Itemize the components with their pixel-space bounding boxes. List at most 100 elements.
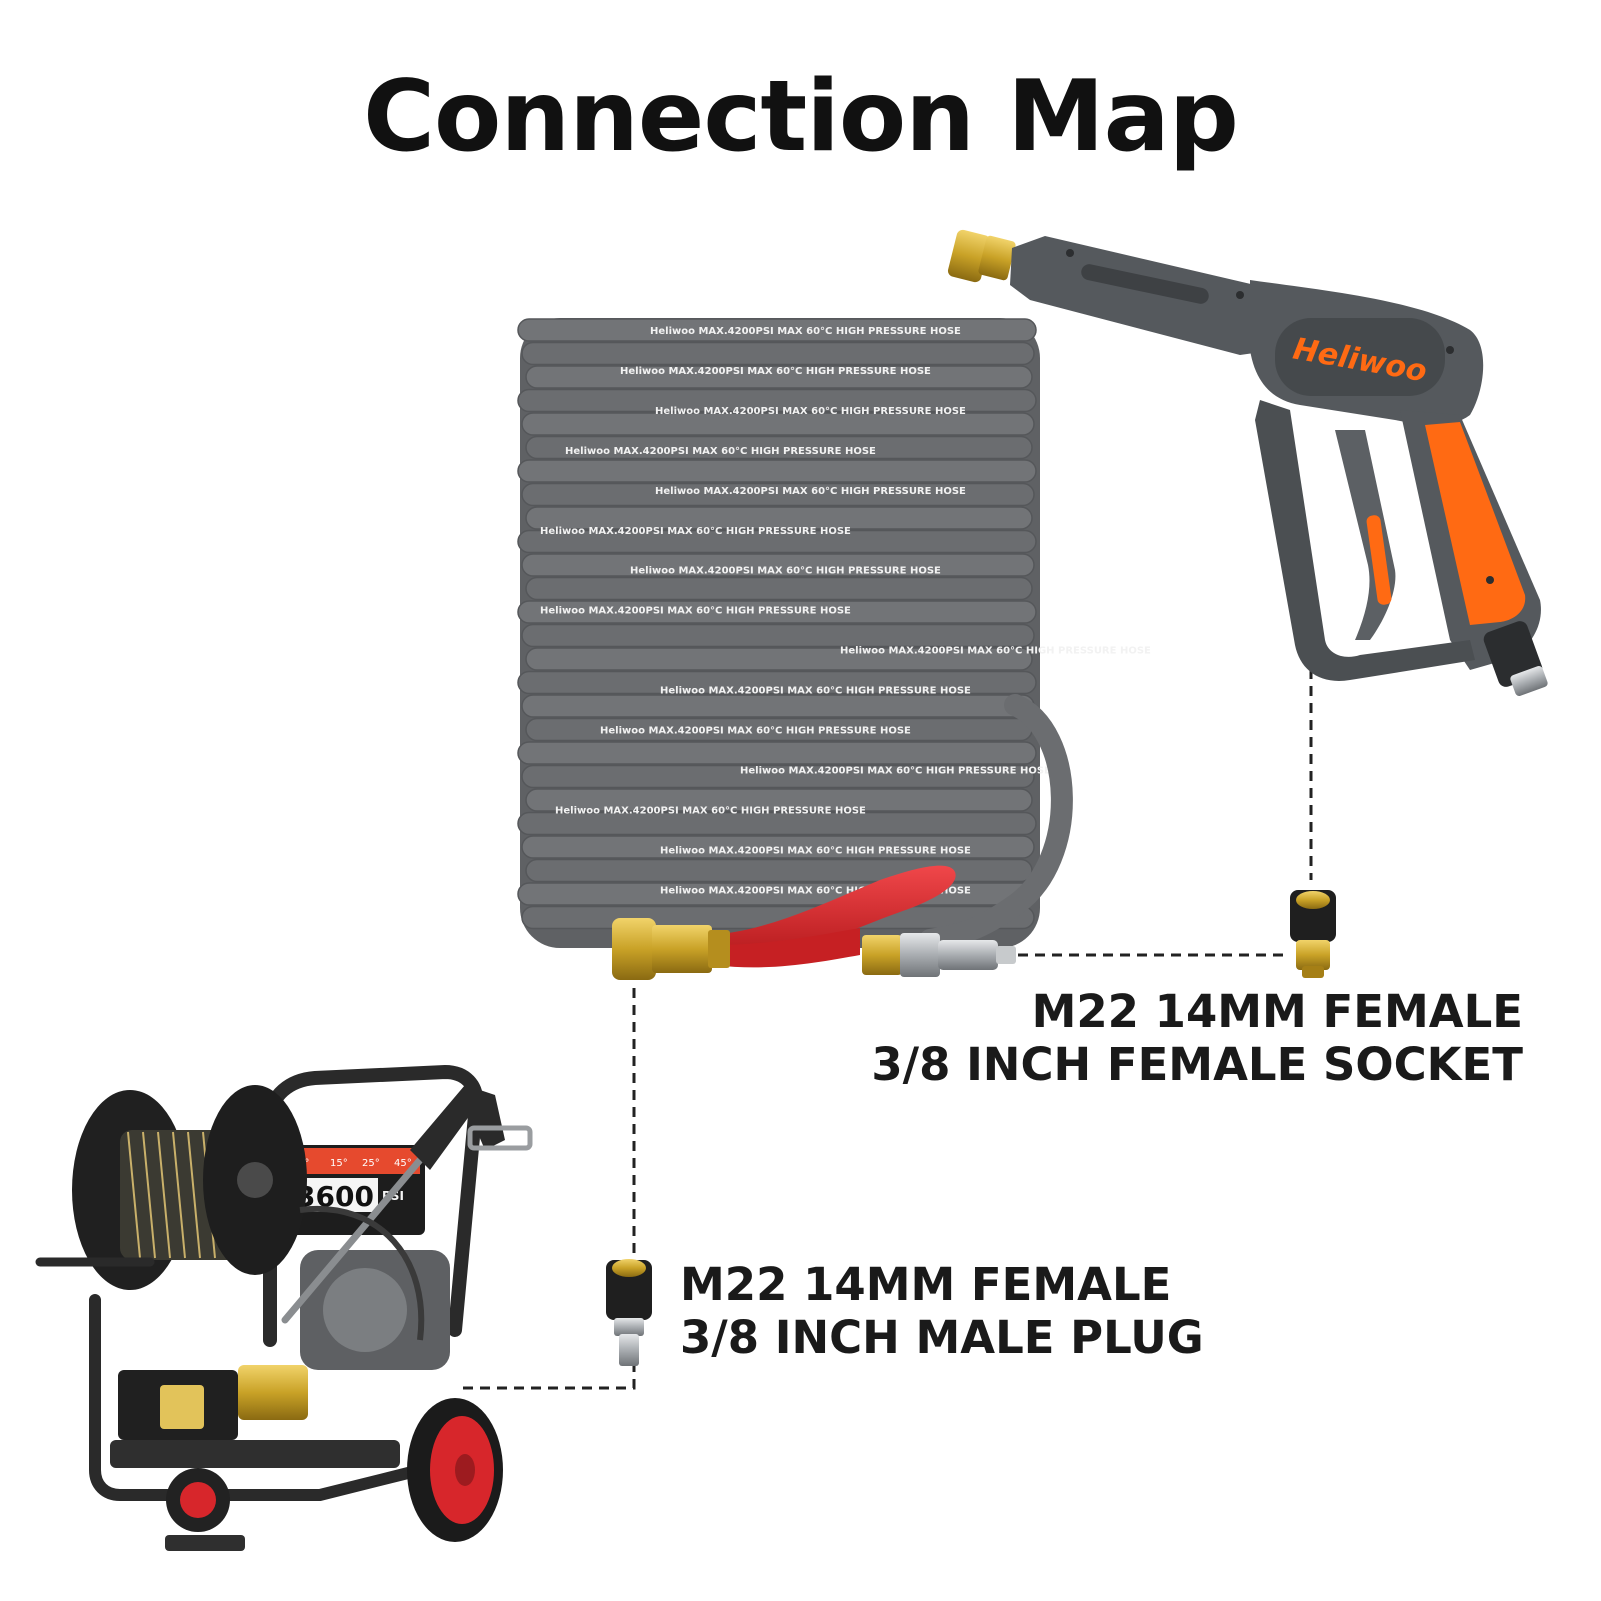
hose-print-text: Heliwoo MAX.4200PSI MAX 60°C HIGH PRESSU… <box>660 686 971 697</box>
brass-hex-nut <box>652 925 712 973</box>
washer-pump-brass <box>238 1365 308 1420</box>
washer-angle-label: 15° <box>330 1158 348 1169</box>
hose-print-text: Heliwoo MAX.4200PSI MAX 60°C HIGH PRESSU… <box>620 366 931 377</box>
gun-screw <box>1236 291 1244 299</box>
washer-wand <box>281 1156 424 1324</box>
washer-engine-cover <box>323 1268 407 1352</box>
connection-line-hose-to-washer <box>460 988 636 1390</box>
hose-loose-loop <box>919 694 1073 951</box>
brass-swivel-fitting <box>612 918 656 980</box>
hose-ring <box>521 694 1035 718</box>
hose-print-text: Heliwoo MAX.4200PSI MAX 60°C HIGH PRESSU… <box>660 845 971 856</box>
female-socket-label-line2: 3/8 INCH FEMALE SOCKET <box>871 1038 1523 1092</box>
hose-print-text: Heliwoo MAX.4200PSI MAX 60°C HIGH PRESSU… <box>840 646 1151 657</box>
washer-base-frame <box>89 1294 426 1501</box>
washer-reel-wrap <box>142 1131 156 1259</box>
hose-print-text: Heliwoo MAX.4200PSI MAX 60°C HIGH PRESSU… <box>540 606 851 617</box>
hose-ring <box>517 388 1037 413</box>
hose-ring <box>517 459 1037 483</box>
gun-front-hex <box>978 235 1016 281</box>
page-title: Connection Map <box>363 60 1239 174</box>
washer-outlet-hose <box>299 1205 425 1341</box>
washer-rear-wheel-cap <box>455 1454 475 1486</box>
hose-ring <box>525 788 1033 812</box>
hose-ring <box>521 553 1035 577</box>
gun-trigger <box>1335 430 1396 640</box>
washer-gun-hook <box>467 1125 533 1151</box>
hose-ring <box>521 341 1035 366</box>
hose-print-text: Heliwoo MAX.4200PSI MAX 60°C HIGH PRESSU… <box>740 765 1051 776</box>
hose-print: Heliwoo MAX.4200PSI MAX 60°C HIGH PRESSU… <box>540 326 1151 896</box>
female-socket-label-line1: M22 14MM FEMALE <box>1031 985 1523 1038</box>
hose-ring <box>517 670 1037 695</box>
gun-rear-tip <box>1510 665 1548 697</box>
hose-guard <box>700 865 956 962</box>
washer-foot <box>165 1535 245 1551</box>
female-socket-label: M22 14MM FEMALE 3/8 INCH FEMALE SOCKET <box>871 985 1523 1091</box>
hose-ring <box>521 623 1035 648</box>
hose-coil: Heliwoo MAX.4200PSI MAX 60°C HIGH PRESSU… <box>517 318 1151 951</box>
hose-guard-lower <box>715 928 860 968</box>
plug-coupler-stem <box>619 1334 639 1366</box>
hose-ring <box>525 647 1033 671</box>
hose-print-text: Heliwoo MAX.4200PSI MAX 60°C HIGH PRESSU… <box>555 805 866 816</box>
steel-quick-plug <box>938 940 998 970</box>
washer-reel-wrap <box>127 1131 141 1259</box>
brass-collar <box>708 930 730 968</box>
hose-print-text: Heliwoo MAX.4200PSI MAX 60°C HIGH PRESSU… <box>600 726 911 737</box>
hose-ring <box>525 435 1033 460</box>
steel-hex <box>900 933 940 977</box>
gun-grip-accent <box>1425 422 1526 625</box>
washer-base-plate <box>110 1440 400 1468</box>
hose-print-text: Heliwoo MAX.4200PSI MAX 60°C HIGH PRESSU… <box>655 486 966 497</box>
hose-ring <box>525 576 1033 601</box>
socket-coupler-brass <box>1296 940 1330 970</box>
gun-trigger-accent <box>1366 515 1392 605</box>
washer-reel-wrap <box>187 1131 201 1259</box>
male-plug-label: M22 14MM FEMALE 3/8 INCH MALE PLUG <box>680 1258 1204 1364</box>
male-plug-coupler <box>606 1259 652 1366</box>
washer-angle-label: 45° <box>394 1158 412 1169</box>
hose-end-fittings <box>612 865 1016 980</box>
hose-print-text: Heliwoo MAX.4200PSI MAX 60°C HIGH PRESSU… <box>540 526 851 537</box>
connection-lines <box>460 652 1313 1390</box>
hose-rings <box>517 318 1037 930</box>
hose-print-text: Heliwoo MAX.4200PSI MAX 60°C HIGH PRESSU… <box>660 885 971 896</box>
female-socket-coupler <box>1290 890 1336 978</box>
plug-coupler-mouth <box>612 1259 646 1277</box>
hose-print-text: Heliwoo MAX.4200PSI MAX 60°C HIGH PRESSU… <box>630 566 941 577</box>
hose-ring <box>517 318 1037 342</box>
hose-ring <box>525 506 1033 530</box>
male-plug-label-line1: M22 14MM FEMALE <box>680 1258 1172 1311</box>
hose-print-text: Heliwoo MAX.4200PSI MAX 60°C HIGH PRESSU… <box>650 326 961 337</box>
hose-ring <box>517 529 1037 554</box>
gun-trigger-guard <box>1255 400 1475 681</box>
washer-angle-label: 25° <box>362 1158 380 1169</box>
spray-gun <box>947 229 1548 697</box>
hose-print-text: Heliwoo MAX.4200PSI MAX 60°C HIGH PRESSU… <box>565 446 876 457</box>
hose-ring <box>521 482 1035 507</box>
hose-ring <box>525 858 1033 883</box>
socket-coupler-tip <box>1302 966 1324 978</box>
gun-badge <box>1275 318 1445 396</box>
gun-barrel-slot <box>1081 264 1209 304</box>
hose-print-text: Heliwoo MAX.4200PSI MAX 60°C HIGH PRESSU… <box>655 406 966 417</box>
plug-coupler-body <box>606 1260 652 1320</box>
hose-ring <box>517 741 1037 765</box>
washer-reel-wrap <box>157 1131 171 1259</box>
gun-screw <box>1446 346 1454 354</box>
washer-angle-strip <box>290 1148 420 1174</box>
washer-front-wheel-hub <box>180 1482 216 1518</box>
gun-screw <box>1486 576 1494 584</box>
washer-reel-hub <box>237 1162 273 1198</box>
hose-ring <box>517 600 1037 624</box>
brass-crimp-fitting <box>862 935 902 975</box>
hose-ring <box>525 365 1033 389</box>
male-plug-label-line2: 3/8 INCH MALE PLUG <box>680 1311 1204 1365</box>
gun-screw <box>1066 249 1074 257</box>
gun-barrel <box>1010 236 1280 355</box>
pressure-washer: 0°15°25°45° 3600 PSI <box>35 1064 533 1551</box>
hose-ring <box>521 764 1035 789</box>
